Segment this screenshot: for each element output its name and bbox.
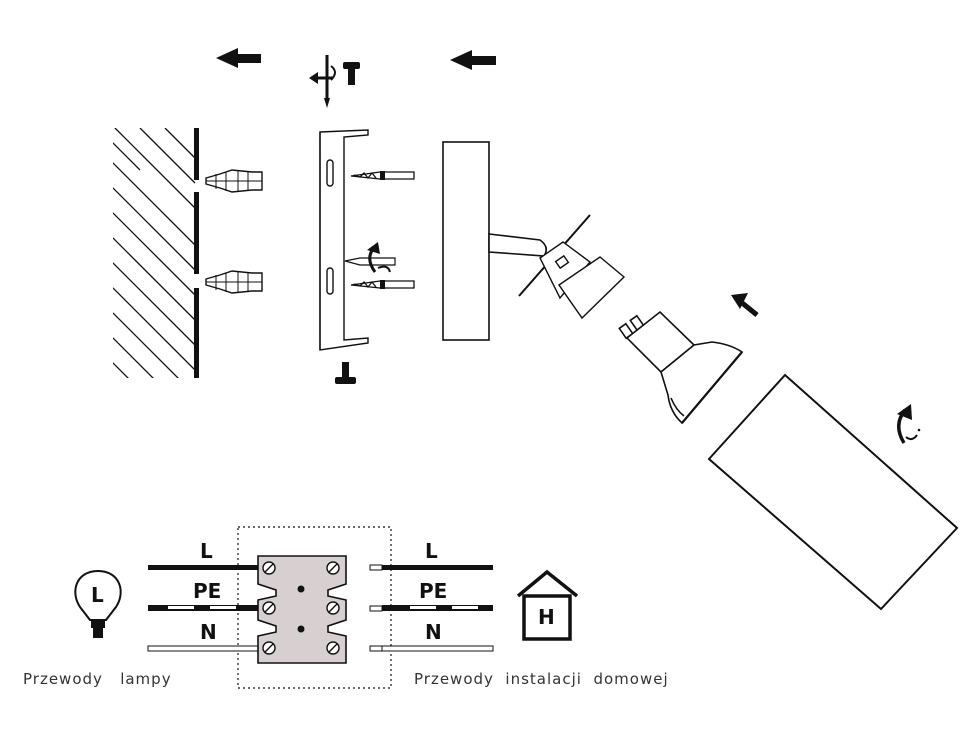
screw-icon [350,280,415,289]
house-icon-letter: H [538,605,555,629]
screwdriver-icon [309,55,336,108]
arrow-up-left-icon [731,293,759,317]
wall-plug-icon [205,270,263,294]
wire-label-l-right: L [425,539,438,563]
wire-label-l-left: L [200,539,213,563]
house-icon [516,569,579,641]
lamp-icon [74,569,122,638]
wire-label-pe-right: PE [419,579,448,603]
rotate-arrow-icon [367,242,391,273]
wire-label-n-right: N [425,620,442,644]
terminal-block [257,555,347,664]
screw-icon [335,362,356,384]
wall-plug-icon [205,169,263,193]
lamp-base [442,141,548,341]
lamp-shade [707,373,959,611]
wire-label-n-left: N [200,620,217,644]
gu10-bulb-icon [618,310,744,425]
screw-icon [343,62,360,85]
lamp-icon-letter: L [91,583,104,607]
screw-icon [350,171,415,180]
mounting-bracket [319,129,369,351]
rotate-arrow-icon [897,404,921,444]
wire-label-pe-left: PE [193,579,222,603]
arrow-left-icon [450,50,496,70]
caption-lamp-wires: Przewody lampy [23,670,172,688]
terminal-box-outline [237,526,392,689]
wall-hatch [113,128,199,378]
caption-house-wires: Przewody instalacji domowej [414,670,669,688]
house-wires [369,564,494,652]
lamp-socket [518,214,626,320]
arrow-left-icon [216,48,261,68]
